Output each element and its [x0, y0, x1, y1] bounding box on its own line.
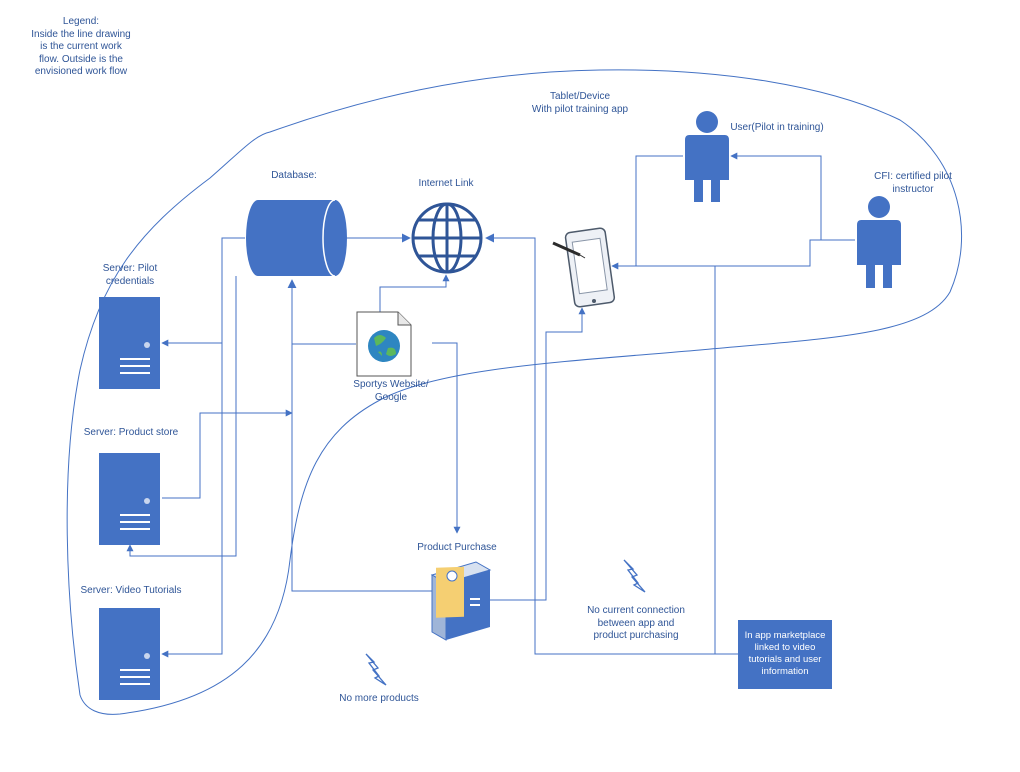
tablet-to-internet-connector — [485, 233, 536, 262]
database-cylinder-icon — [246, 199, 347, 277]
server-store-icon — [99, 453, 160, 545]
cfi-label: CFI: certified pilot instructor — [874, 171, 952, 195]
person-icon-cfi — [857, 196, 901, 288]
cfi-to-tablet-connector — [611, 239, 855, 270]
product-box-icon — [430, 561, 492, 641]
server-credentials-icon — [99, 297, 160, 389]
server-credentials-label: Server: Pilot credentials — [102, 263, 158, 287]
legend-text: Legend: Inside the line drawing is the c… — [31, 16, 131, 77]
website-to-purchase-connector — [432, 342, 461, 534]
user-to-tablet-connector — [635, 155, 683, 266]
db-to-video-connector — [161, 343, 223, 658]
tablet-stylus-icon — [552, 227, 616, 308]
server-store-label: Server: Product store — [83, 427, 179, 438]
user-label: User(Pilot in training) — [730, 122, 824, 133]
no-products-label: No more products — [339, 693, 419, 704]
purchase-label: Product Purchase — [417, 542, 497, 553]
tablet-label: Tablet/Device With pilot training app — [531, 91, 629, 115]
purchase-to-tablet-connector — [488, 307, 586, 601]
cfi-to-user-connector — [730, 152, 855, 241]
lightning-bolt-icon-2 — [365, 653, 387, 686]
marketplace-box: In app marketplace linked to video tutor… — [738, 620, 832, 689]
no-connection-label: No current connection between app and pr… — [587, 605, 685, 641]
website-label: Sportys Website/ Google — [353, 379, 429, 403]
server-video-label: Server: Video Tutorials — [80, 585, 182, 596]
website-to-internet-connector — [379, 274, 450, 312]
db-to-store-connector — [126, 276, 237, 557]
db-to-credentials-connector — [161, 237, 245, 347]
purchase-to-db-connector — [287, 279, 432, 592]
store-to-db-connector — [162, 409, 293, 499]
database-label: Database: — [271, 170, 317, 181]
person-icon-user — [685, 111, 729, 202]
web-page-globe-icon — [356, 311, 412, 377]
server-video-icon — [99, 608, 160, 700]
lightning-bolt-icon — [623, 559, 646, 593]
app-to-marketplace-connector — [534, 262, 738, 655]
internet-label: Internet Link — [418, 178, 474, 189]
globe-icon — [411, 202, 483, 274]
current-workflow-boundary — [66, 69, 962, 715]
